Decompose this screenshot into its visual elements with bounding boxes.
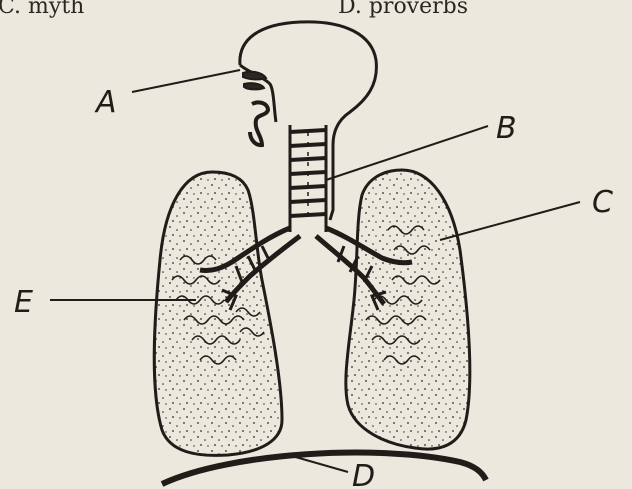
pointer-line-a	[132, 70, 240, 92]
trachea	[290, 125, 326, 232]
larynx-left-shape	[250, 102, 268, 145]
label-a: A	[94, 85, 117, 120]
left-lung	[154, 172, 282, 455]
label-e: E	[14, 285, 33, 320]
label-b: B	[496, 111, 517, 146]
right-lung	[346, 170, 470, 449]
label-d: D	[352, 459, 375, 489]
diaphragm	[162, 453, 486, 484]
epiglottis-shape	[243, 72, 266, 90]
pointer-line-d	[292, 456, 348, 472]
label-c: C	[592, 185, 613, 220]
nasal-cavity-outline	[240, 22, 377, 220]
pointer-line-c	[440, 202, 580, 240]
